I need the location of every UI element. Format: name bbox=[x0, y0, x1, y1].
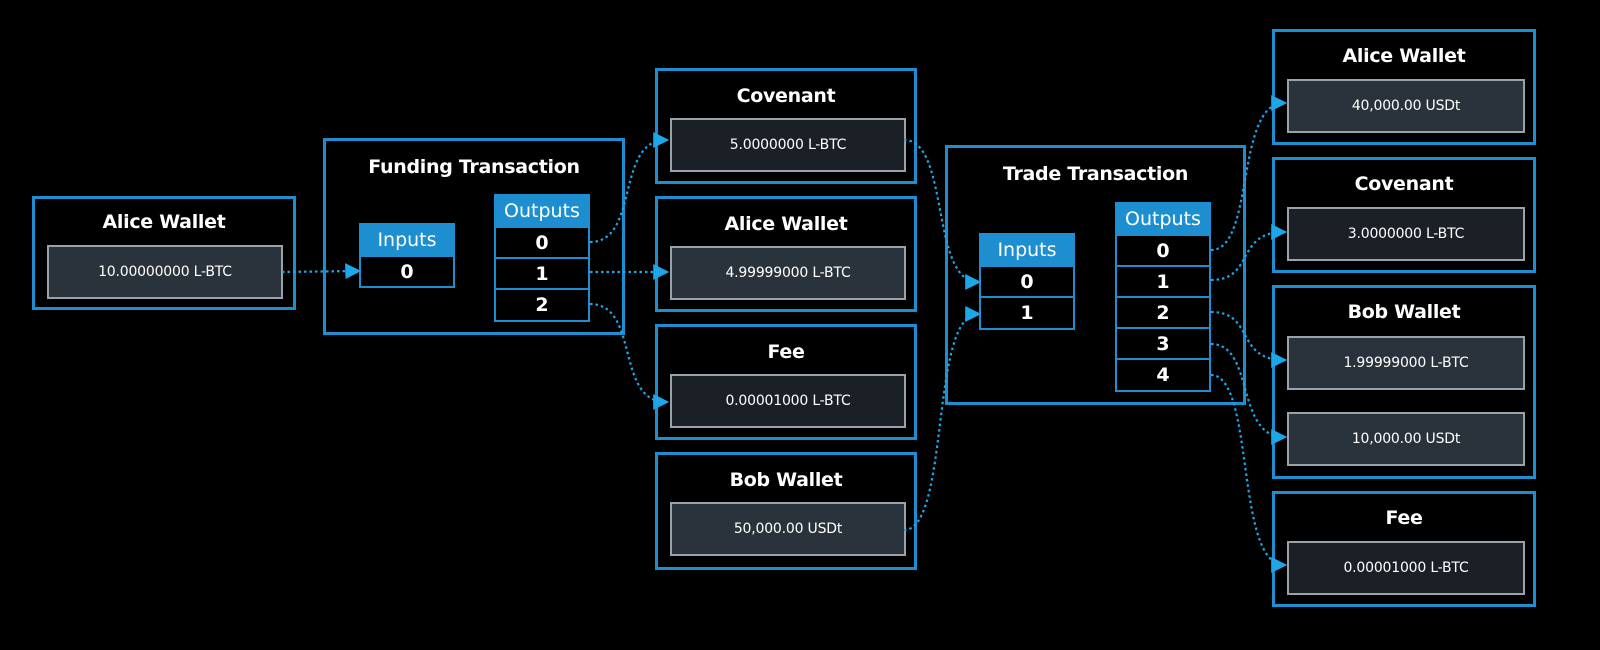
input-index: 0 bbox=[361, 255, 453, 286]
link-bob-to-trade-in1 bbox=[903, 306, 982, 532]
link-trade-out1-to-covenant bbox=[1210, 224, 1288, 282]
output-index: 0 bbox=[496, 226, 588, 257]
value-box: 10,000.00 USDt bbox=[1287, 412, 1525, 466]
outputs-header: Outputs bbox=[496, 196, 588, 226]
funding-outputs-table: Outputs 0 1 2 bbox=[494, 194, 590, 322]
value-box: 40,000.00 USDt bbox=[1287, 79, 1525, 133]
bob-wallet-panel: Bob Wallet 50,000.00 USDt bbox=[655, 452, 917, 570]
output-index: 4 bbox=[1117, 358, 1209, 389]
inputs-header: Inputs bbox=[361, 225, 453, 255]
link-source-to-funding-input bbox=[281, 263, 362, 280]
trade-fee-panel: Fee 0.00001000 L-BTC bbox=[1272, 491, 1536, 607]
panel-title: Covenant bbox=[736, 85, 836, 107]
trade-outputs-table: Outputs 0 1 2 3 4 bbox=[1115, 202, 1211, 392]
link-trade-out4-to-fee bbox=[1210, 373, 1288, 573]
output-index: 2 bbox=[496, 288, 588, 319]
bob-received-wallet-panel: Bob Wallet 1.99999000 L-BTC 10,000.00 US… bbox=[1272, 285, 1536, 479]
alice-usdt-wallet-panel: Alice Wallet 40,000.00 USDt bbox=[1272, 29, 1536, 145]
alice-change-wallet-panel: Alice Wallet 4.99999000 L-BTC bbox=[655, 196, 917, 312]
link-trade-out3-to-bob-usdt bbox=[1210, 342, 1288, 445]
value-box: 10.00000000 L-BTC bbox=[47, 245, 283, 299]
value-box: 5.0000000 L-BTC bbox=[670, 118, 906, 172]
link-funding-out2-to-fee bbox=[589, 302, 670, 410]
output-index: 3 bbox=[1117, 327, 1209, 358]
panel-title: Funding Transaction bbox=[368, 156, 580, 178]
output-index: 2 bbox=[1117, 296, 1209, 327]
input-index: 0 bbox=[981, 265, 1073, 296]
panel-title: Bob Wallet bbox=[1347, 301, 1461, 323]
output-index: 0 bbox=[1117, 234, 1209, 265]
covenant-panel: Covenant 5.0000000 L-BTC bbox=[655, 68, 917, 184]
value-box: 4.99999000 L-BTC bbox=[670, 246, 906, 300]
value-box: 0.00001000 L-BTC bbox=[670, 374, 906, 428]
output-index: 1 bbox=[1117, 265, 1209, 296]
panel-title: Bob Wallet bbox=[729, 469, 843, 491]
link-covenant-to-trade-in0 bbox=[903, 138, 982, 290]
value-box: 50,000.00 USDt bbox=[670, 502, 906, 556]
alice-source-wallet-panel: Alice Wallet 10.00000000 L-BTC bbox=[32, 196, 296, 310]
panel-title: Trade Transaction bbox=[1002, 163, 1189, 185]
input-index: 1 bbox=[981, 296, 1073, 327]
value-box: 3.0000000 L-BTC bbox=[1287, 207, 1525, 261]
link-trade-out2-to-bob-btc bbox=[1210, 310, 1288, 368]
value-box: 1.99999000 L-BTC bbox=[1287, 336, 1525, 390]
panel-title: Covenant bbox=[1354, 173, 1454, 195]
output-index: 1 bbox=[496, 257, 588, 288]
link-trade-out0-to-alice bbox=[1210, 95, 1288, 252]
value-box: 0.00001000 L-BTC bbox=[1287, 541, 1525, 595]
panel-title: Alice Wallet bbox=[102, 211, 226, 233]
outputs-header: Outputs bbox=[1117, 204, 1209, 234]
inputs-header: Inputs bbox=[981, 235, 1073, 265]
funding-fee-panel: Fee 0.00001000 L-BTC bbox=[655, 324, 917, 440]
link-funding-out0-to-covenant bbox=[589, 132, 670, 244]
panel-title: Alice Wallet bbox=[1342, 45, 1466, 67]
panel-title: Alice Wallet bbox=[724, 213, 848, 235]
funding-inputs-table: Inputs 0 bbox=[359, 223, 455, 288]
new-covenant-panel: Covenant 3.0000000 L-BTC bbox=[1272, 157, 1536, 273]
panel-title: Fee bbox=[1385, 507, 1423, 529]
trade-inputs-table: Inputs 0 1 bbox=[979, 233, 1075, 330]
panel-title: Fee bbox=[767, 341, 805, 363]
